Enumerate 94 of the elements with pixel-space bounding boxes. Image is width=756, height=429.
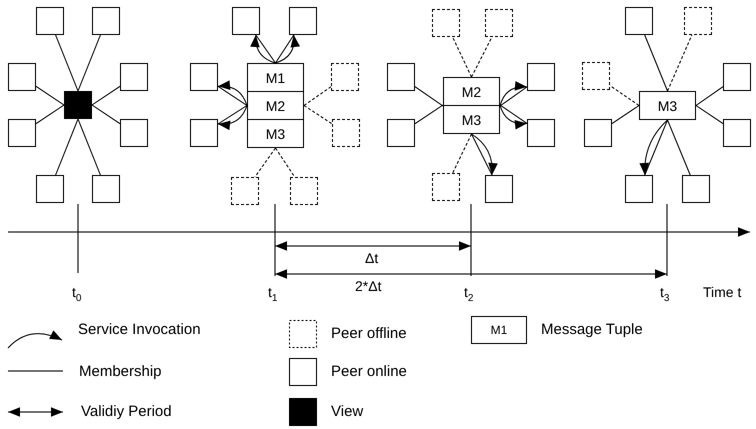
legend-text: Service Invocation: [78, 321, 201, 339]
offline-peer-box: [432, 9, 460, 37]
invocation-arrow: [250, 34, 276, 64]
online-peer-box: [584, 119, 612, 147]
online-peer-box: [92, 175, 120, 203]
connector-line: [218, 86, 248, 106]
time-label: t$_{0}$: [72, 284, 82, 306]
online-peer-box: [8, 119, 36, 147]
connector-line: [612, 105, 640, 124]
connector-line: [36, 86, 64, 106]
invocation-arrow: [218, 80, 248, 106]
connector-line: [92, 104, 120, 124]
dashed-connector: [667, 34, 692, 92]
dashed-connector: [275, 148, 296, 178]
online-peer-box: [485, 175, 513, 203]
connector-line: [218, 105, 248, 124]
invocation-arrow: [500, 82, 528, 106]
connector-line: [92, 86, 120, 106]
message-tuple-box: M3: [443, 105, 500, 134]
online-peer-box: [723, 63, 751, 91]
offline-peer-box: [684, 7, 712, 35]
connector-line: [255, 34, 276, 64]
message-tuple-box: M1: [247, 63, 304, 92]
online-peer-box: [232, 7, 260, 35]
offline-peer-box: [485, 9, 513, 37]
dashed-connector: [254, 148, 276, 178]
offline-peer-box: [432, 173, 460, 201]
legend-tuple-sample: M1: [471, 316, 527, 344]
connector-line: [55, 118, 78, 176]
dashed-connector: [452, 36, 472, 78]
invocation-arrow: [471, 134, 498, 176]
dashed-connector: [304, 105, 332, 124]
offline-peer-box: [331, 63, 359, 91]
view-square: [64, 91, 92, 119]
legend-text: Message Tuple: [541, 321, 643, 339]
online-peer-box: [387, 119, 415, 147]
dashed-connector: [610, 85, 640, 106]
online-peer-box: [289, 7, 317, 35]
legend-text: Validiy Period: [81, 403, 172, 421]
online-peer-box: [36, 175, 64, 203]
online-peer-box: [682, 175, 710, 203]
online-peer-box: [625, 7, 653, 35]
message-tuple-box: M3: [247, 119, 304, 148]
message-tuple-box: M2: [443, 77, 500, 106]
time-label: t$_{2}$: [464, 284, 474, 306]
online-peer-box: [527, 119, 555, 147]
connector-line: [500, 104, 528, 124]
connector-line: [471, 134, 492, 176]
dashed-connector: [471, 36, 492, 78]
offline-peer-box: [231, 177, 259, 205]
connector-line: [36, 104, 64, 124]
connector-line: [414, 104, 444, 124]
connector-line: [644, 120, 668, 176]
connector-line: [78, 34, 101, 92]
connector-line: [78, 118, 101, 176]
online-peer-box: [36, 7, 64, 35]
offline-peer-box: [582, 62, 610, 90]
time-label: t$_{3}$: [660, 284, 670, 306]
offline-peer-box: [332, 119, 360, 147]
online-peer-box: [190, 119, 218, 147]
interval-label: Δt: [365, 250, 378, 266]
online-peer-box: [527, 63, 555, 91]
axis-label: Time t: [703, 284, 742, 300]
message-tuple-box: M2: [247, 91, 304, 120]
legend-text: Membership: [79, 363, 162, 381]
connector-line: [696, 86, 724, 106]
online-peer-box: [120, 63, 148, 91]
time-label: t$_{1}$: [268, 284, 278, 306]
dashed-connector: [452, 134, 472, 174]
legend-text: Peer offline: [331, 325, 407, 343]
dashed-connector: [304, 86, 332, 106]
online-peer-box: [92, 7, 120, 35]
connector-line: [667, 120, 691, 176]
invocation-arrow: [218, 105, 248, 130]
offline-peer-box: [290, 177, 318, 205]
connector-line: [500, 86, 528, 106]
online-peer-box: [387, 63, 415, 91]
invocation-arrow: [500, 104, 528, 130]
connector-line: [414, 86, 444, 106]
interval-label: 2*Δt: [355, 278, 382, 294]
online-peer-box: [8, 63, 36, 91]
online-peer-box: [190, 63, 218, 91]
connector-line: [55, 34, 78, 92]
legend-text: Peer online: [331, 363, 407, 381]
online-peer-box: [120, 119, 148, 147]
online-peer-box: [723, 119, 751, 147]
connector-line: [644, 34, 668, 92]
online-peer-box: [625, 175, 653, 203]
legend-text: View: [331, 403, 364, 421]
invocation-arrow: [275, 34, 300, 64]
connector-line: [696, 105, 724, 124]
message-tuple-box: M3: [639, 91, 696, 120]
invocation-arrow: [640, 120, 668, 176]
connector-line: [275, 34, 294, 64]
